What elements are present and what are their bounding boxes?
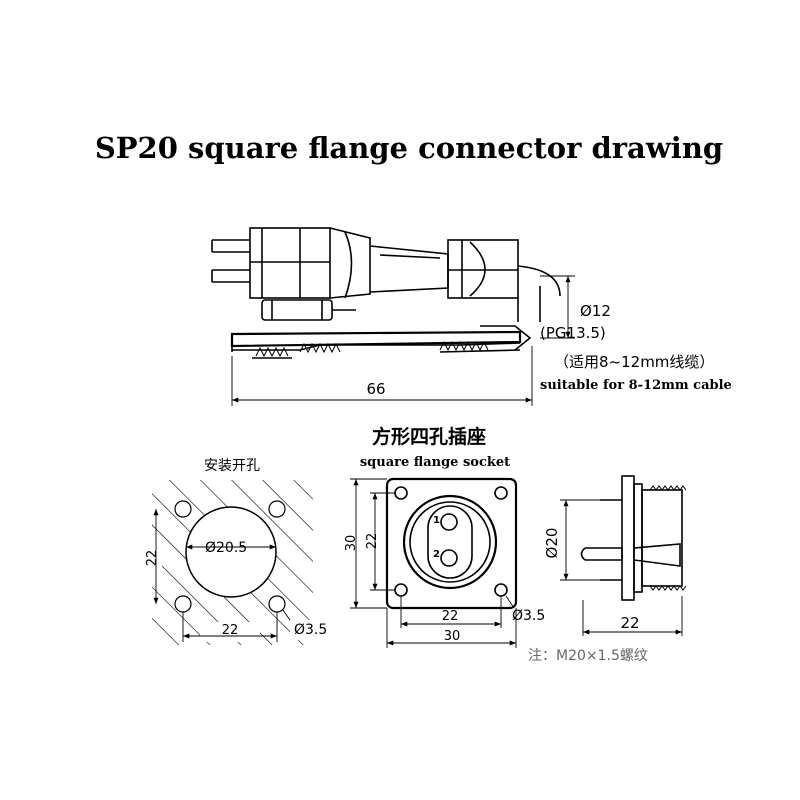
socket-side-diameter: Ø20	[543, 528, 561, 559]
pin-1-label: 1	[433, 515, 440, 526]
diameter-label: Ø12	[580, 302, 611, 320]
thread-note: 注：M20×1.5螺纹	[528, 648, 648, 664]
plug-side-view	[211, 227, 575, 406]
socket-screw-hole: Ø3.5	[512, 608, 545, 624]
cable-range-en: suitable for 8-12mm cable	[540, 378, 732, 393]
socket-front-view	[350, 477, 518, 648]
socket-heading-en: square flange socket	[360, 455, 510, 470]
socket-outer-horizontal: 30	[444, 629, 461, 644]
socket-side-width: 22	[620, 614, 639, 632]
length-label: 66	[366, 380, 385, 398]
panel-cutout	[140, 480, 336, 645]
socket-inner-horizontal: 22	[442, 609, 459, 624]
socket-outer-vertical: 30	[344, 535, 359, 552]
cutout-vertical-dim: 22	[145, 550, 160, 567]
cable-range-cn: （适用8~12mm线缆）	[554, 353, 714, 371]
socket-heading-cn: 方形四孔插座	[372, 425, 486, 448]
cutout-screw-hole: Ø3.5	[294, 622, 327, 638]
cutout-center-dia: Ø20.5	[205, 540, 247, 556]
socket-side-view	[560, 475, 687, 636]
page-title: SP20 square flange connector drawing	[95, 131, 723, 165]
pin-2-label: 2	[433, 549, 440, 560]
cutout-heading: 安装开孔	[204, 458, 260, 474]
socket-inner-vertical: 22	[365, 533, 380, 550]
cutout-horizontal-dim: 22	[222, 623, 239, 638]
pg-label: (PG13.5)	[540, 324, 606, 342]
